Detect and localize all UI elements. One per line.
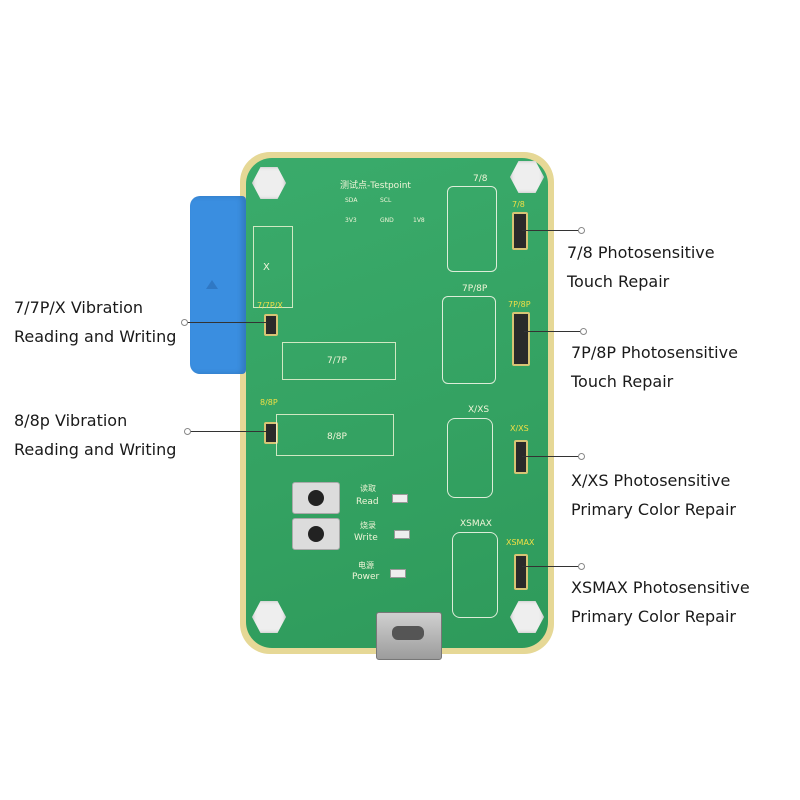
usb-socket (392, 626, 424, 640)
conn-7p8p-label: 7P/8P (508, 300, 531, 309)
blue-clip (190, 196, 246, 374)
leader-line-right-4 (522, 566, 578, 567)
leader-dot-right-2 (580, 328, 587, 335)
callout-left-bottom-line1: 8/8p Vibration (14, 411, 128, 430)
callout-right-2-line2: Touch Repair (571, 372, 674, 391)
leader-line-right-2 (524, 331, 580, 332)
callout-right-1-line1: 7/8 Photosensitive (567, 243, 715, 262)
pin-scl: SCL (380, 197, 392, 204)
leader-line-right-1 (522, 230, 578, 231)
pin-gnd: GND (380, 217, 394, 224)
pin-1v8: 1V8 (413, 217, 425, 224)
leader-dot-right-3 (578, 453, 585, 460)
read-button[interactable] (292, 482, 340, 514)
callout-right-4-line1: XSMAX Photosensitive (571, 578, 750, 597)
phone-xxs-outline (447, 418, 493, 498)
power-en-label: Power (352, 572, 380, 582)
conn-78-label: 7/8 (512, 200, 525, 209)
standoff-top-right (510, 161, 544, 193)
phone-7p8p-outline (442, 296, 496, 384)
read-led (392, 494, 408, 503)
callout-right-1-line2: Touch Repair (567, 272, 670, 291)
callout-left-top: 7/7P/X Vibration Reading and Writing (14, 293, 176, 351)
p7-area (282, 342, 396, 380)
clip-arrow-icon (206, 280, 218, 289)
callout-left-top-line1: 7/7P/X Vibration (14, 298, 144, 317)
leader-dot-right-1 (578, 227, 585, 234)
connector-7p8p (512, 312, 530, 366)
leader-line-left-bottom (188, 431, 266, 432)
read-en-label: Read (356, 497, 379, 507)
testpoint-label: 测试点-Testpoint (340, 181, 411, 191)
leader-line-right-3 (522, 456, 578, 457)
power-led (390, 569, 406, 578)
phone-7p8p-label: 7P/8P (462, 284, 488, 294)
write-cn-label: 烧录 (360, 521, 376, 530)
leader-dot-left-bottom (184, 428, 191, 435)
leader-dot-right-4 (578, 563, 585, 570)
connector-78 (512, 212, 528, 250)
connector-8-8p (264, 422, 278, 444)
phone-xxs-label: X/XS (468, 405, 490, 415)
p7-label: 7/7P (327, 356, 347, 366)
standoff-bottom-right (510, 601, 544, 633)
phone-78-label: 7/8 (473, 174, 488, 184)
write-led (394, 530, 410, 539)
p8-label: 8/8P (327, 432, 347, 442)
conn-xsmax-label: XSMAX (506, 538, 535, 547)
callout-left-bottom-line2: Reading and Writing (14, 440, 177, 459)
power-cn-label: 电源 (358, 561, 374, 570)
phone-78-outline (447, 186, 497, 272)
pin-3v3: 3V3 (345, 217, 357, 224)
phone-xsmax-label: XSMAX (460, 519, 492, 529)
callout-left-top-line2: Reading and Writing (14, 327, 177, 346)
write-en-label: Write (354, 533, 378, 543)
callout-right-3-line1: X/XS Photosensitive (571, 471, 731, 490)
pin-sda: SDA (345, 197, 358, 204)
leader-dot-left-top (181, 319, 188, 326)
write-button[interactable] (292, 518, 340, 550)
connector-7-7p-x (264, 314, 278, 336)
x-label: X (263, 262, 270, 273)
x-area (253, 226, 293, 308)
callout-right-3-line2: Primary Color Repair (571, 500, 736, 519)
callout-right-1: 7/8 Photosensitive Touch Repair (567, 238, 715, 296)
connector-xsmax (514, 554, 528, 590)
leader-line-left-top (185, 322, 267, 323)
conn-8-8p-label: 8/8P (260, 398, 278, 407)
p8-area (276, 414, 394, 456)
callout-right-4-line2: Primary Color Repair (571, 607, 736, 626)
conn-7-7p-x-label: 7/7P/X (257, 301, 283, 310)
callout-right-2-line1: 7P/8P Photosensitive (571, 343, 738, 362)
callout-right-3: X/XS Photosensitive Primary Color Repair (571, 466, 736, 524)
callout-right-4: XSMAX Photosensitive Primary Color Repai… (571, 573, 750, 631)
read-cn-label: 读取 (360, 484, 376, 493)
callout-left-bottom: 8/8p Vibration Reading and Writing (14, 406, 176, 464)
phone-xsmax-outline (452, 532, 498, 618)
connector-xxs (514, 440, 528, 474)
callout-right-2: 7P/8P Photosensitive Touch Repair (571, 338, 738, 396)
conn-xxs-label: X/XS (510, 424, 529, 433)
